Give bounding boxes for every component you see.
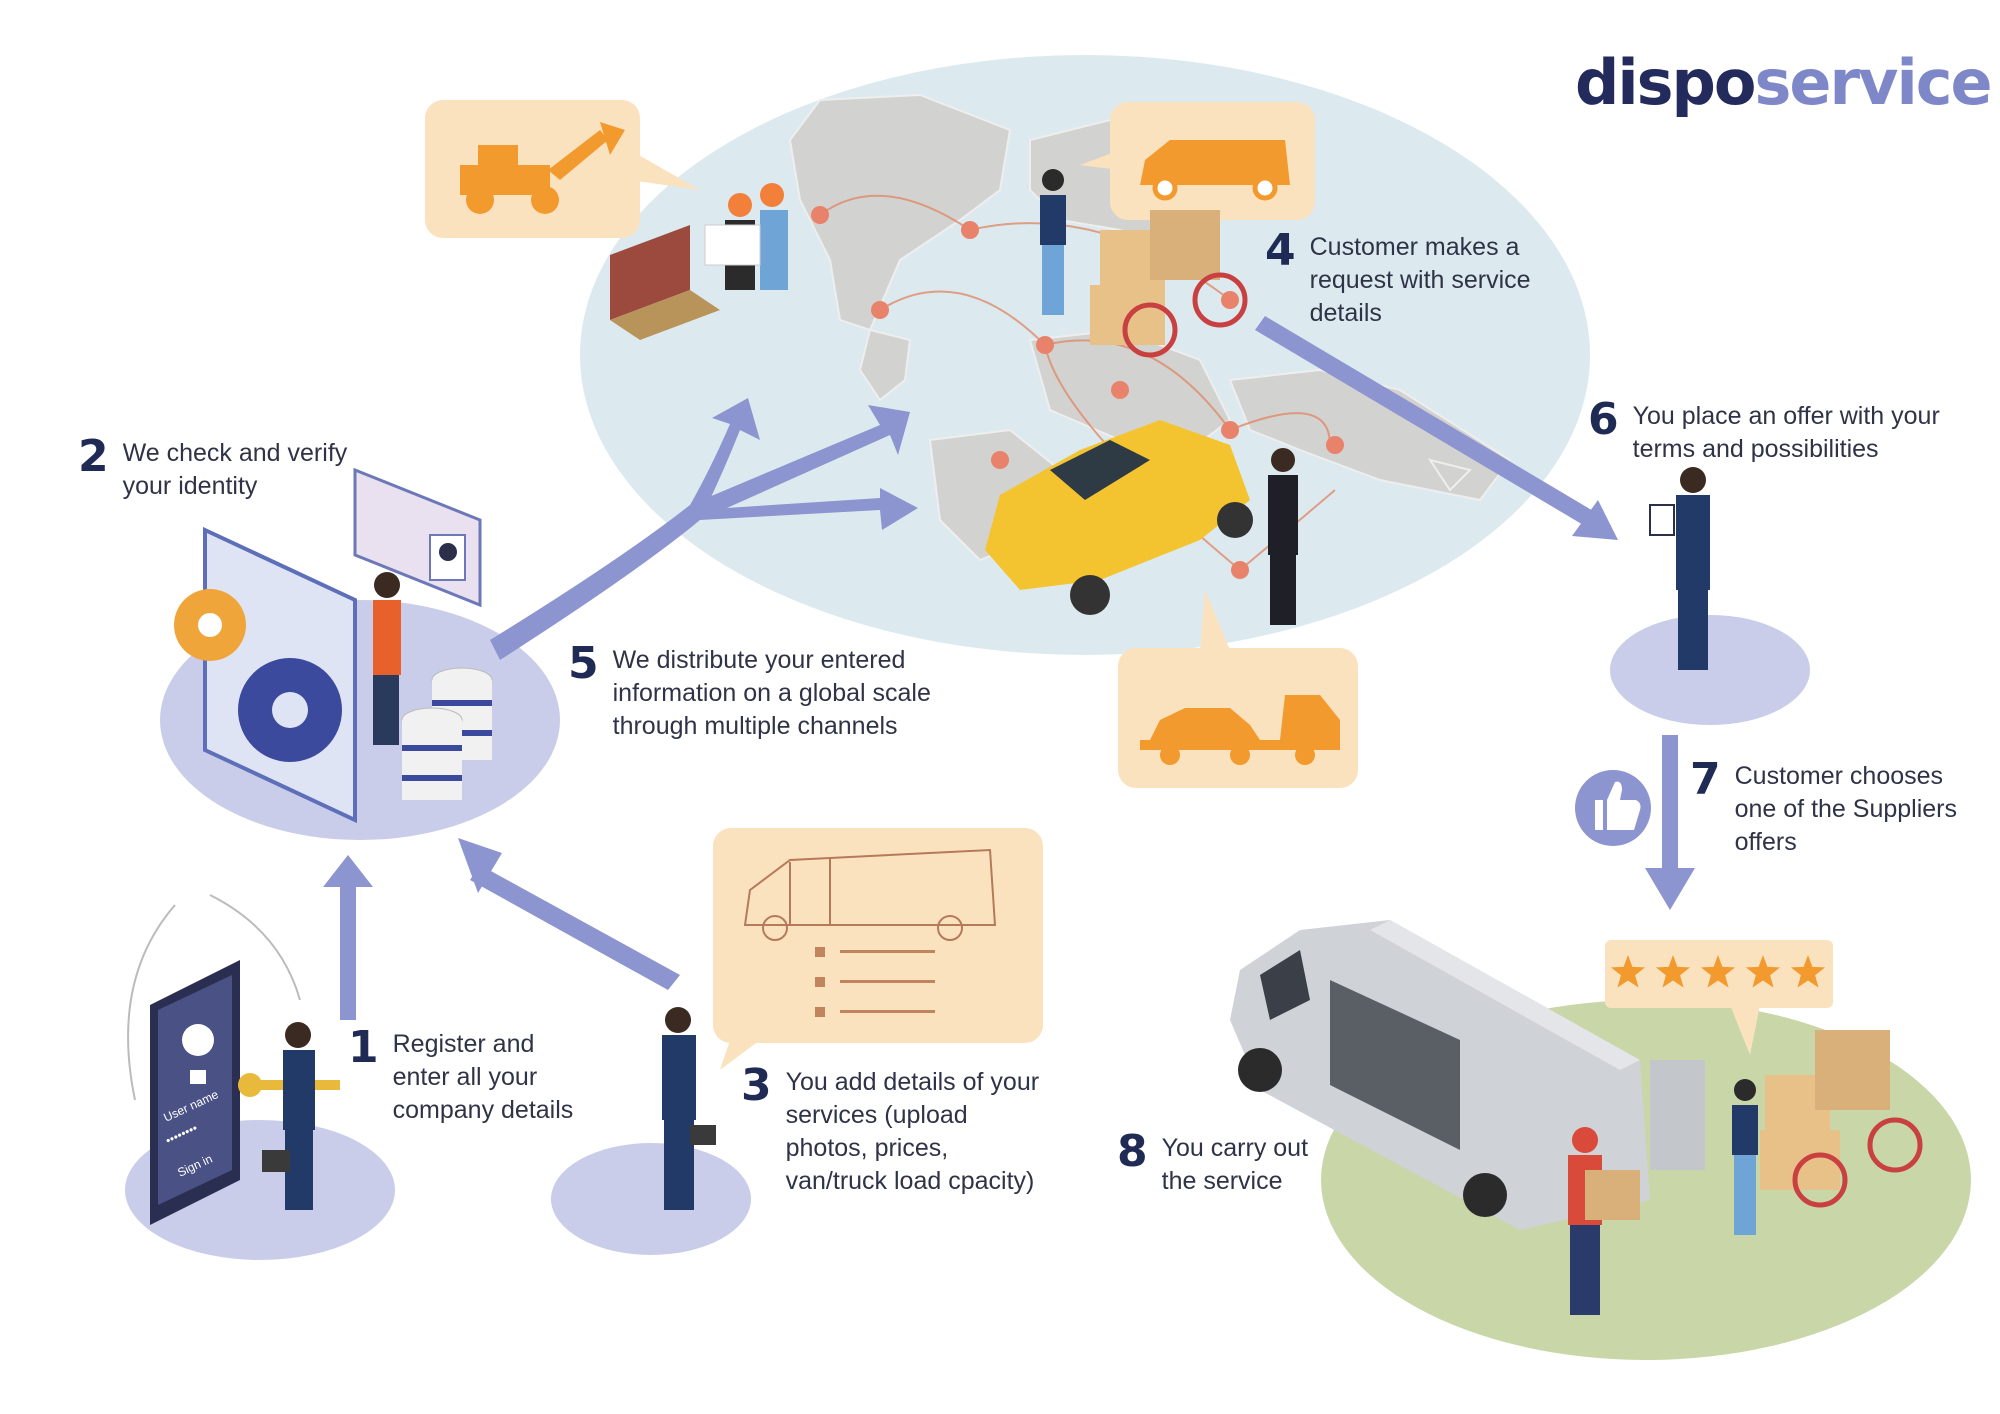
route-nodes [811,206,1344,579]
offer-platform [1610,615,1810,725]
details-list-icon [815,947,935,1017]
logo-part-dispo: dispo [1575,46,1757,119]
arrow-4-to-6 [1255,316,1618,540]
bubble-excavator [425,100,700,238]
step-3: 3 You add details of your services (uplo… [741,1060,1040,1198]
woman-receiving [1732,1079,1758,1235]
map-scene-props [610,169,1298,625]
step-6: 6 You place an offer with your terms and… [1588,394,1940,466]
logo-part-service: service [1754,46,1993,119]
businessman-with-briefcase [262,1022,315,1210]
businessman-by-car [1268,448,1298,625]
star-icon [1610,955,1646,988]
step-8-number: 8 [1117,1126,1148,1177]
businessman-on-phone [662,1007,716,1210]
white-van [1230,920,1705,1230]
boxes-and-bicycle [1090,210,1248,358]
step-1: 1 Register and enter all your company de… [348,1022,574,1127]
step-8-text: You carry out the service [1161,1134,1309,1195]
bubble-van [1080,102,1315,220]
arrow-1-to-2 [323,855,373,1020]
arrow-6-to-7 [1645,735,1695,910]
gear-icon [238,658,342,762]
disposervice-logo: disposervice [1575,46,1993,119]
step-6-number: 6 [1588,394,1619,445]
step-1-number: 1 [348,1022,379,1073]
step-1-text: Register and enter all your company deta… [392,1030,574,1124]
bubble-service-details [713,828,1043,1070]
step-8: 8 You carry out the service [1117,1126,1309,1198]
star-icon [1790,955,1826,988]
brick-pallet [610,225,720,340]
star-icon [1655,955,1691,988]
delivery-scene [1230,920,1923,1315]
registration-scene [127,894,340,1225]
step-7: 7 Customer chooses one of the Suppliers … [1690,754,1958,859]
database-icon [401,667,493,800]
smartphone-icon [150,960,240,1225]
woman-customer [1040,169,1066,315]
boxes-and-bicycle-delivery [1760,1030,1923,1208]
step-7-number: 7 [1690,754,1721,805]
step-5: 5 We distribute your entered information… [568,638,931,743]
services-platform [551,1143,751,1255]
step-4-number: 4 [1265,225,1296,276]
arrow-5-distribute [490,398,918,660]
workers-with-plan [704,183,788,290]
delivery-man-with-box [1568,1127,1640,1315]
van-outline-icon [743,848,997,941]
step-3-number: 3 [741,1060,772,1111]
bubble-tow-truck [1118,590,1358,788]
star-icon [1700,955,1736,988]
van-icon [1140,140,1290,201]
yellow-taxi [985,420,1253,615]
step-2-text: We check and verify your identity [122,439,348,500]
step-5-number: 5 [568,638,599,689]
step-4-text: Customer makes a request with service de… [1309,233,1531,327]
arrow-3-to-2 [458,838,680,990]
gear-icon-small [174,589,246,661]
rating-banner [1605,940,1833,1055]
tow-truck-icon [1140,695,1340,765]
step-7-text: Customer chooses one of the Suppliers of… [1734,762,1958,856]
thumbs-up-icon [1575,770,1651,846]
person-orange-shirt [373,572,401,745]
star-icon [1745,955,1781,988]
step-2: 2 We check and verify your identity [78,431,348,503]
identity-check-scene [174,467,493,824]
star-rating [1610,955,1826,988]
step-2-number: 2 [78,431,109,482]
step-6-text: You place an offer with your terms and p… [1632,402,1940,463]
excavator-icon [460,122,625,214]
step-3-text: You add details of your services (upload… [785,1068,1040,1195]
id-card-icon [353,467,482,608]
step-5-text: We distribute your entered information o… [612,646,931,740]
flow-arrows [323,316,1695,1020]
businessman-with-tablet [1649,467,1710,670]
step-4: 4 Customer makes a request with service … [1265,225,1531,330]
